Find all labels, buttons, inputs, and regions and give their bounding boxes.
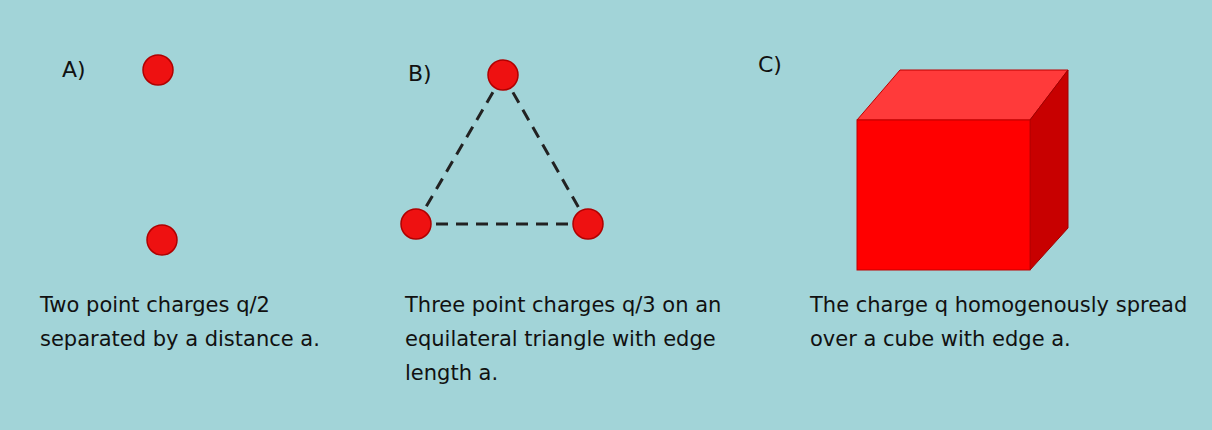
dashed-edge [416, 75, 503, 224]
point-charge [573, 209, 603, 239]
panel-caption: The charge q homogenously spread over a … [810, 288, 1190, 356]
two-charges [143, 55, 177, 255]
cube-front-face [857, 120, 1030, 270]
panel-letter: B) [408, 61, 432, 87]
point-charge [143, 55, 173, 85]
point-charge [401, 209, 431, 239]
point-charge [147, 225, 177, 255]
dashed-edge [503, 75, 588, 224]
cube-side-face [1030, 70, 1068, 270]
dashed-edge [416, 223, 588, 226]
panel-letter: A) [62, 57, 86, 83]
charged-cube [857, 70, 1068, 270]
triangle-charges [401, 60, 603, 239]
panel-caption: Two point charges q/2 separated by a dis… [40, 288, 370, 356]
panel-letter: C) [758, 52, 782, 78]
panel-caption: Three point charges q/3 on an equilatera… [405, 288, 785, 390]
point-charge [488, 60, 518, 90]
dashed-edges [416, 75, 588, 224]
